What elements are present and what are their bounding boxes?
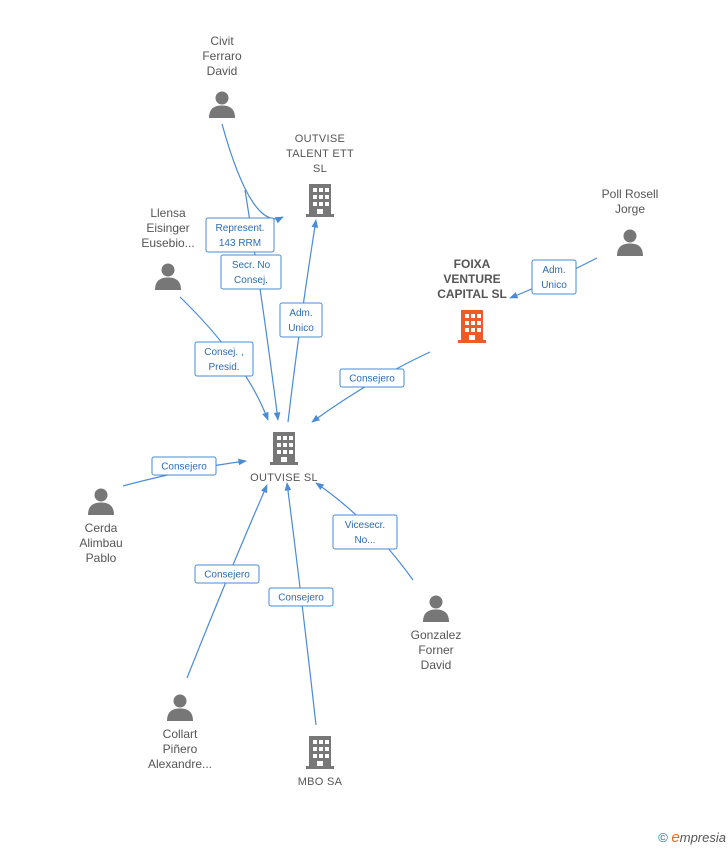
- edge-label-poll-to-foixa[interactable]: Adm. Unico: [531, 259, 577, 295]
- node-outvise-talent-ett-sl[interactable]: OUTVISE TALENT ETT SL: [286, 133, 354, 217]
- edge-label-outvise-to-talent[interactable]: Adm. Unico: [279, 302, 323, 338]
- node-label-line: VENTURE: [443, 272, 500, 286]
- person-icon: [617, 229, 643, 256]
- node-label-line: OUTVISE SL: [250, 472, 318, 484]
- edge-label-text: Adm.: [289, 308, 312, 319]
- node-label-line: David: [421, 658, 452, 672]
- person-icon: [167, 694, 193, 721]
- edge-label-mbo-to-outvise[interactable]: Consejero: [268, 587, 334, 607]
- edge-label-llensa-to-outvise[interactable]: Consej. , Presid.: [194, 341, 254, 377]
- node-label-line: David: [207, 64, 238, 78]
- node-label-line: Alimbau: [79, 536, 122, 550]
- edge-label-foixa-to-outvise[interactable]: Consejero: [339, 368, 405, 388]
- edge-label-text: Vicesecr.: [345, 520, 385, 531]
- edge-label-text: Consej. ,: [204, 347, 243, 358]
- edge-label-text: Consejero: [349, 374, 395, 385]
- edge-label-text: Represent.: [216, 223, 265, 234]
- edge-label-box: [339, 368, 405, 388]
- node-label-line: Ferraro: [202, 49, 242, 63]
- edge-label-civit-to-outvise[interactable]: Secr. No Consej.: [220, 254, 282, 290]
- edge-label-text: No...: [354, 535, 375, 546]
- edge-label-box: [220, 254, 282, 290]
- edge-label-text: Secr. No: [232, 260, 271, 271]
- node-label-line: Llensa: [150, 206, 186, 220]
- node-label-line: CAPITAL SL: [437, 287, 507, 301]
- copyright-icon: ©: [658, 830, 668, 845]
- person-icon: [209, 91, 235, 118]
- node-label-line: FOIXA: [454, 257, 491, 271]
- edge-label-text: Unico: [541, 280, 567, 291]
- node-mbo-sa[interactable]: MBO SA: [298, 736, 343, 788]
- node-label-line: Eisinger: [146, 221, 189, 235]
- node-collart-pinero-alexandre[interactable]: CollartPiñeroAlexandre...: [148, 694, 212, 772]
- edge-label-box: [194, 341, 254, 377]
- node-outvise-sl[interactable]: OUTVISE SL: [250, 432, 318, 484]
- footer-copyright: © empresia: [658, 829, 726, 846]
- edge-label-box: [332, 514, 398, 550]
- edge-label-box: [268, 587, 334, 607]
- brand-name: mpresia: [679, 830, 726, 845]
- node-label-line: Forner: [418, 643, 453, 657]
- edge-civit-to-outvise: [244, 189, 281, 421]
- person-icon: [88, 488, 114, 515]
- building-icon: [306, 184, 334, 217]
- node-llensa-eisinger-eusebio[interactable]: LlensaEisingerEusebio...: [141, 206, 195, 290]
- edge-label-box: [531, 259, 577, 295]
- edge-label-box: [194, 564, 260, 584]
- edge-label-text: Unico: [288, 323, 314, 334]
- node-label-line: Jorge: [615, 202, 645, 216]
- edge-labels-layer: Represent. 143 RRM Secr. No Consej. Adm. Unic…: [151, 217, 577, 607]
- edge-label-text: Consejero: [278, 593, 324, 604]
- edge-label-box: [205, 217, 275, 253]
- edge-label-text: Adm.: [542, 265, 565, 276]
- node-label-line: OUTVISE: [295, 133, 345, 145]
- building-icon: [458, 310, 486, 343]
- node-label-line: Civit: [210, 34, 234, 48]
- person-icon: [155, 263, 181, 290]
- node-label-line: Alexandre...: [148, 757, 212, 771]
- edge-label-collart-to-outvise[interactable]: Consejero: [194, 564, 260, 584]
- node-label-line: Eusebio...: [141, 236, 194, 250]
- nodes-layer: CivitFerraroDavidLlensaEisingerEusebio..…: [79, 34, 658, 788]
- node-label-line: Cerda: [85, 521, 118, 535]
- edge-label-text: 143 RRM: [219, 238, 261, 249]
- edge-label-box: [151, 456, 217, 476]
- node-label-line: Piñero: [163, 742, 198, 756]
- node-label-line: Gonzalez: [411, 628, 462, 642]
- edge-label-text: Consej.: [234, 275, 268, 286]
- edge-label-text: Consejero: [161, 462, 207, 473]
- edge-label-gonzalez-to-outvise[interactable]: Vicesecr. No...: [332, 514, 398, 550]
- node-label-line: TALENT ETT: [286, 148, 354, 160]
- node-label-line: MBO SA: [298, 776, 343, 788]
- building-icon: [306, 736, 334, 769]
- node-label-line: Pablo: [86, 551, 117, 565]
- brand-initial: e: [671, 829, 680, 846]
- edges-layer: [122, 123, 598, 726]
- building-icon: [270, 432, 298, 465]
- edge-civit-to-talent: [221, 123, 284, 224]
- edge-label-cerda-to-outvise[interactable]: Consejero: [151, 456, 217, 476]
- edge-label-box: [279, 302, 323, 338]
- edge-label-text: Presid.: [208, 362, 239, 373]
- edge-label-text: Consejero: [204, 570, 250, 581]
- node-label-line: SL: [313, 163, 327, 175]
- person-icon: [423, 595, 449, 622]
- node-label-line: Poll Rosell: [602, 187, 659, 201]
- edge-label-civit-to-talent[interactable]: Represent. 143 RRM: [205, 217, 275, 253]
- node-label-line: Collart: [163, 727, 198, 741]
